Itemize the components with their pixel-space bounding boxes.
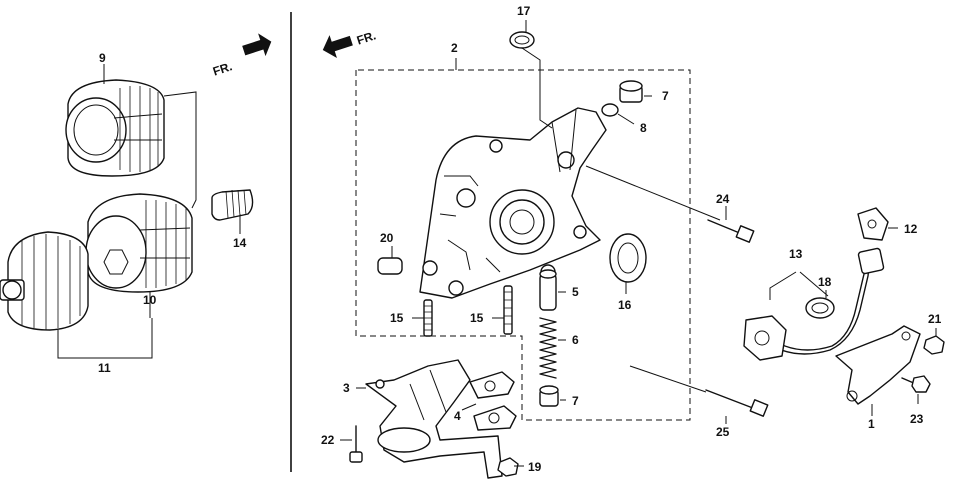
- callout-14: 14: [233, 236, 247, 250]
- oil-filter-part-9: [65, 79, 165, 177]
- right-leader-lines: [340, 20, 937, 467]
- callout-16: 16: [618, 298, 632, 312]
- connector-part-12: [857, 207, 889, 241]
- oil-seal-part-16: [609, 233, 647, 283]
- callout-15-right: 15: [470, 311, 484, 325]
- cam-sensor-harness-part-13: [743, 247, 885, 361]
- callout-2: 2: [451, 41, 458, 55]
- bolt-part-22: [349, 425, 363, 463]
- front-arrow-icon-left: FR.: [211, 33, 272, 79]
- dowel-pin-part-20: [377, 257, 403, 275]
- left-leader-lines: [57, 64, 241, 359]
- bolt-part-23: [901, 375, 931, 393]
- oil-strainer-part-3: [365, 359, 503, 479]
- callout-10: 10: [143, 293, 157, 307]
- front-label-right: FR.: [355, 28, 378, 47]
- washer-part-8: [601, 103, 619, 117]
- callout-22: 22: [321, 433, 335, 447]
- o-ring-part-17: [509, 31, 535, 49]
- callout-7-bottom: 7: [572, 394, 579, 408]
- nut-part-19: [497, 457, 519, 477]
- callout-25: 25: [716, 425, 730, 439]
- callout-3: 3: [343, 381, 350, 395]
- sealing-bolt-part-7-top: [619, 80, 643, 103]
- callout-6: 6: [572, 333, 579, 347]
- callout-4: 4: [454, 409, 461, 423]
- callout-8: 8: [640, 121, 647, 135]
- strainer-gasket-part-4: [469, 371, 517, 431]
- relief-valve-part-5: [539, 269, 557, 311]
- sensor-bracket-part-1: [835, 325, 921, 405]
- bolt-part-25: [705, 389, 769, 417]
- relief-spring-part-6: [539, 317, 557, 379]
- oil-pump-assembly-outline: [355, 69, 691, 421]
- callout-17: 17: [517, 4, 531, 18]
- bolt-part-21: [923, 335, 945, 355]
- front-label-left: FR.: [211, 59, 234, 78]
- clamp-part-18: [805, 297, 835, 319]
- callout-24: 24: [716, 192, 730, 206]
- callout-11: 11: [98, 361, 111, 375]
- callout-12: 12: [904, 222, 918, 236]
- callout-15-left: 15: [390, 311, 404, 325]
- callout-23: 23: [910, 412, 924, 426]
- oil-filter-part-10: [85, 193, 193, 293]
- callout-1: 1: [868, 417, 875, 431]
- callout-20: 20: [380, 231, 394, 245]
- front-arrow-icon-right: FR.: [322, 28, 378, 58]
- sealing-bolt-part-7-bottom: [539, 385, 559, 407]
- oil-pump-body-part-2: [419, 107, 607, 299]
- oil-filter-adapter-part-14: [211, 189, 254, 221]
- callout-19: 19: [528, 460, 542, 474]
- callout-5: 5: [572, 285, 579, 299]
- callout-21: 21: [928, 312, 942, 326]
- callout-18: 18: [818, 275, 832, 289]
- stud-bolt-part-15-left: [423, 299, 433, 337]
- callout-9: 9: [99, 51, 106, 65]
- bolt-part-24: [707, 219, 755, 243]
- callout-7-top: 7: [662, 89, 669, 103]
- stud-bolt-part-15-right: [503, 285, 513, 335]
- callout-13: 13: [789, 247, 803, 261]
- oil-filter-part-11: [0, 231, 89, 331]
